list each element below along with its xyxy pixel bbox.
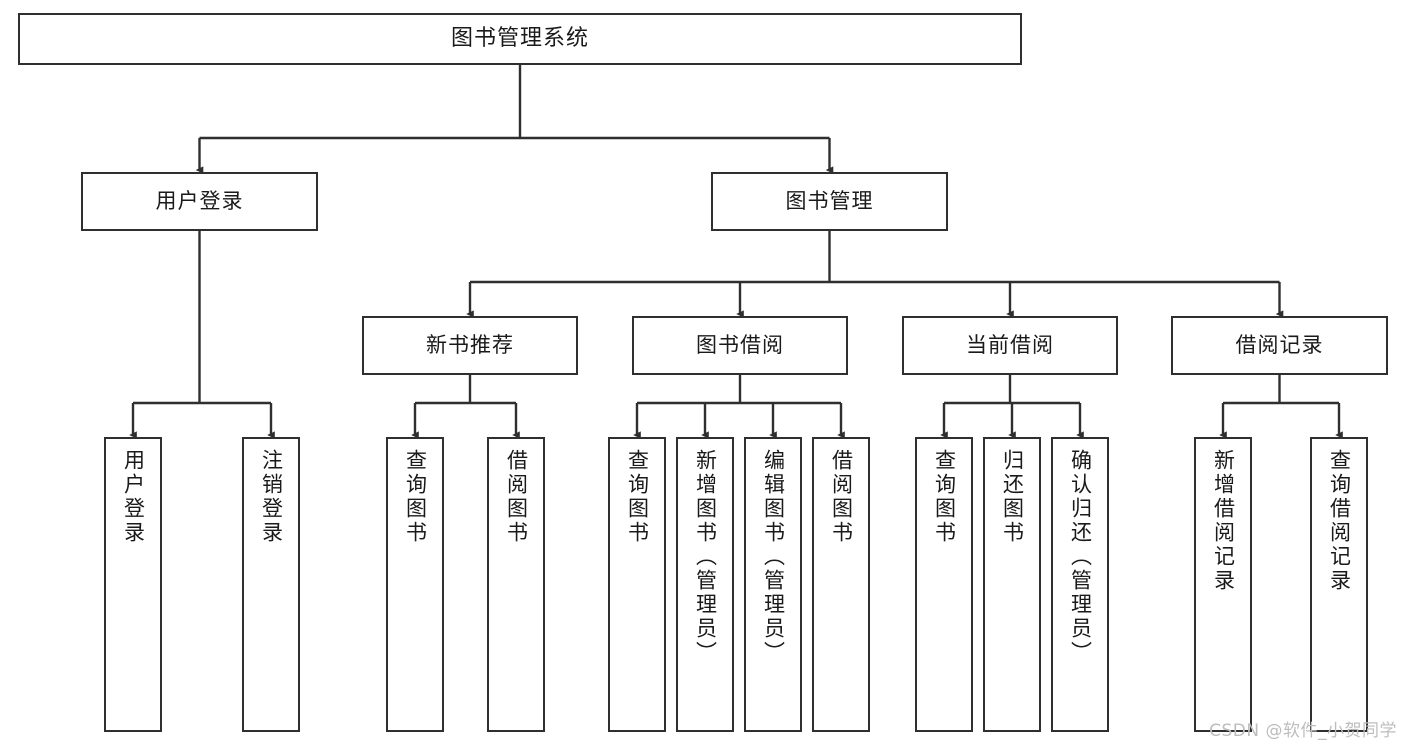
node-label: 编辑图书（管理员） xyxy=(761,449,786,665)
node-book-borrow[interactable]: 图书借阅 xyxy=(632,316,848,375)
node-label: 借阅图书 xyxy=(504,449,529,545)
node-label: 图书管理系统 xyxy=(450,25,589,51)
node-label: 查询图书 xyxy=(932,449,957,545)
node-leaf-add-book-admin[interactable]: 新增图书（管理员） xyxy=(676,437,734,732)
node-borrow-record[interactable]: 借阅记录 xyxy=(1171,316,1388,375)
node-label: 用户登录 xyxy=(155,188,244,213)
node-leaf-query-book-rec[interactable]: 查询图书 xyxy=(386,437,444,732)
node-label: 新增借阅记录 xyxy=(1211,449,1236,593)
node-leaf-query-book-bor[interactable]: 查询图书 xyxy=(608,437,666,732)
node-label: 当前借阅 xyxy=(966,332,1054,357)
node-leaf-return-book[interactable]: 归还图书 xyxy=(983,437,1041,732)
node-label: 新增图书（管理员） xyxy=(693,449,718,665)
node-leaf-logout[interactable]: 注销登录 xyxy=(242,437,300,732)
node-label: 图书借阅 xyxy=(696,332,784,357)
node-leaf-query-borrow-record[interactable]: 查询借阅记录 xyxy=(1310,437,1368,732)
watermark-label: CSDN @软件_小贺同学 xyxy=(1209,721,1397,741)
node-label: 图书管理 xyxy=(785,188,874,213)
node-root[interactable]: 图书管理系统 xyxy=(18,13,1022,65)
node-label: 查询图书 xyxy=(403,449,428,545)
node-label: 新书推荐 xyxy=(426,332,514,357)
node-label: 注销登录 xyxy=(259,449,284,545)
node-label: 借阅记录 xyxy=(1235,332,1324,357)
node-user-login[interactable]: 用户登录 xyxy=(81,172,318,231)
node-book-manage[interactable]: 图书管理 xyxy=(711,172,948,231)
node-leaf-edit-book-admin[interactable]: 编辑图书（管理员） xyxy=(744,437,802,732)
node-label: 用户登录 xyxy=(121,449,146,545)
node-leaf-borrow-book-bor[interactable]: 借阅图书 xyxy=(812,437,870,732)
node-leaf-borrow-book-rec[interactable]: 借阅图书 xyxy=(487,437,545,732)
node-current-borrow[interactable]: 当前借阅 xyxy=(902,316,1118,375)
node-label: 查询图书 xyxy=(625,449,650,545)
node-leaf-add-borrow-record[interactable]: 新增借阅记录 xyxy=(1194,437,1252,732)
node-leaf-query-book-cur[interactable]: 查询图书 xyxy=(915,437,973,732)
node-label: 查询借阅记录 xyxy=(1327,449,1352,593)
node-label: 确认归还（管理员） xyxy=(1068,449,1093,665)
node-label: 借阅图书 xyxy=(829,449,854,545)
node-new-book-recommend[interactable]: 新书推荐 xyxy=(362,316,578,375)
node-leaf-user-login[interactable]: 用户登录 xyxy=(104,437,162,732)
node-label: 归还图书 xyxy=(1000,449,1025,545)
node-leaf-confirm-return-admin[interactable]: 确认归还（管理员） xyxy=(1051,437,1109,732)
